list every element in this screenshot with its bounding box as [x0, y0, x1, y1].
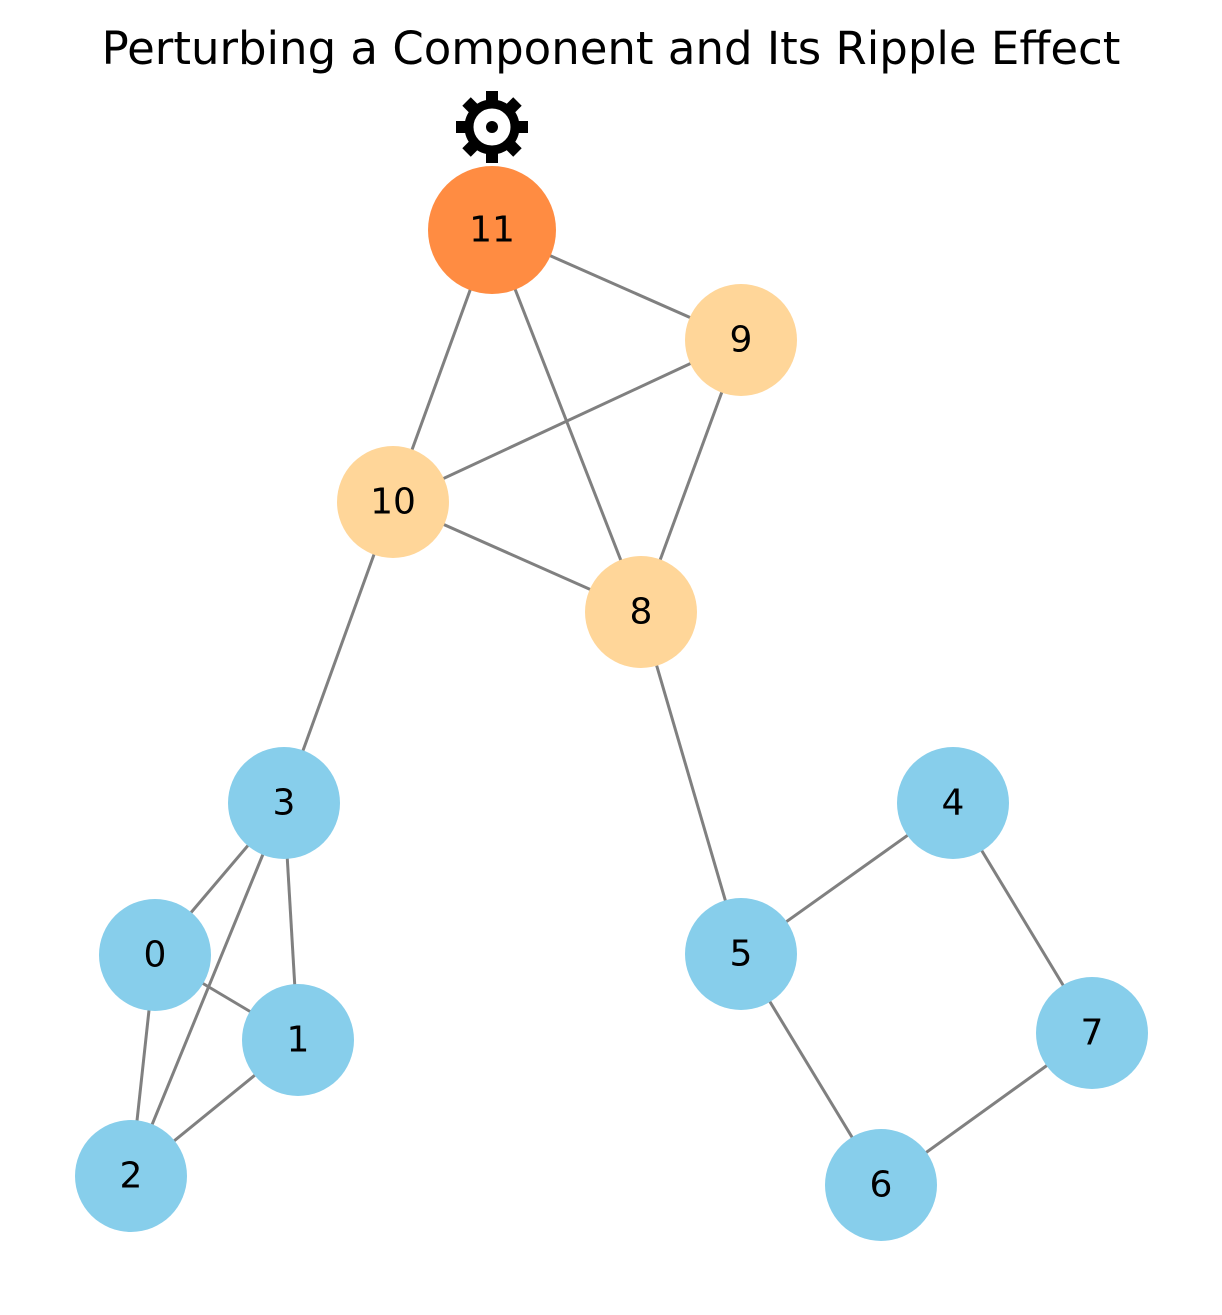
- node-label-9: 9: [730, 320, 753, 361]
- node-0: 0: [99, 899, 211, 1011]
- node-circle-5: [685, 898, 797, 1010]
- diagram-title: Perturbing a Component and Its Ripple Ef…: [101, 22, 1121, 75]
- edge-9-10: [392, 338, 742, 504]
- node-3: 3: [228, 747, 340, 859]
- node-circle-8: [585, 556, 697, 668]
- node-8: 8: [585, 556, 697, 668]
- node-label-11: 11: [469, 210, 515, 251]
- node-4: 4: [897, 747, 1009, 859]
- node-circle-1: [242, 984, 354, 1096]
- node-circle-11: [428, 166, 556, 294]
- node-11: 11: [428, 166, 556, 294]
- node-label-1: 1: [287, 1020, 310, 1061]
- node-circle-7: [1036, 977, 1148, 1089]
- node-label-4: 4: [942, 783, 965, 824]
- node-circle-2: [75, 1120, 187, 1232]
- node-circle-6: [825, 1129, 937, 1241]
- node-label-5: 5: [730, 934, 753, 975]
- node-layer: 0 1 2 3 4 5 6 7 8 9 10 11: [75, 166, 1148, 1241]
- node-2: 2: [75, 1120, 187, 1232]
- node-5: 5: [685, 898, 797, 1010]
- node-label-0: 0: [144, 935, 167, 976]
- edge-8-5: [639, 611, 743, 955]
- edge-3-2: [129, 802, 286, 1177]
- node-circle-9: [685, 284, 797, 396]
- gear-icon: [456, 91, 528, 163]
- node-label-3: 3: [273, 783, 296, 824]
- node-label-10: 10: [370, 482, 416, 523]
- node-label-6: 6: [870, 1165, 893, 1206]
- node-label-2: 2: [120, 1156, 143, 1197]
- node-circle-0: [99, 899, 211, 1011]
- node-circle-4: [897, 747, 1009, 859]
- node-10: 10: [337, 446, 449, 558]
- node-circle-3: [228, 747, 340, 859]
- node-6: 6: [825, 1129, 937, 1241]
- node-7: 7: [1036, 977, 1148, 1089]
- node-label-7: 7: [1081, 1013, 1104, 1054]
- node-1: 1: [242, 984, 354, 1096]
- node-label-8: 8: [630, 592, 653, 633]
- node-circle-10: [337, 446, 449, 558]
- node-9: 9: [685, 284, 797, 396]
